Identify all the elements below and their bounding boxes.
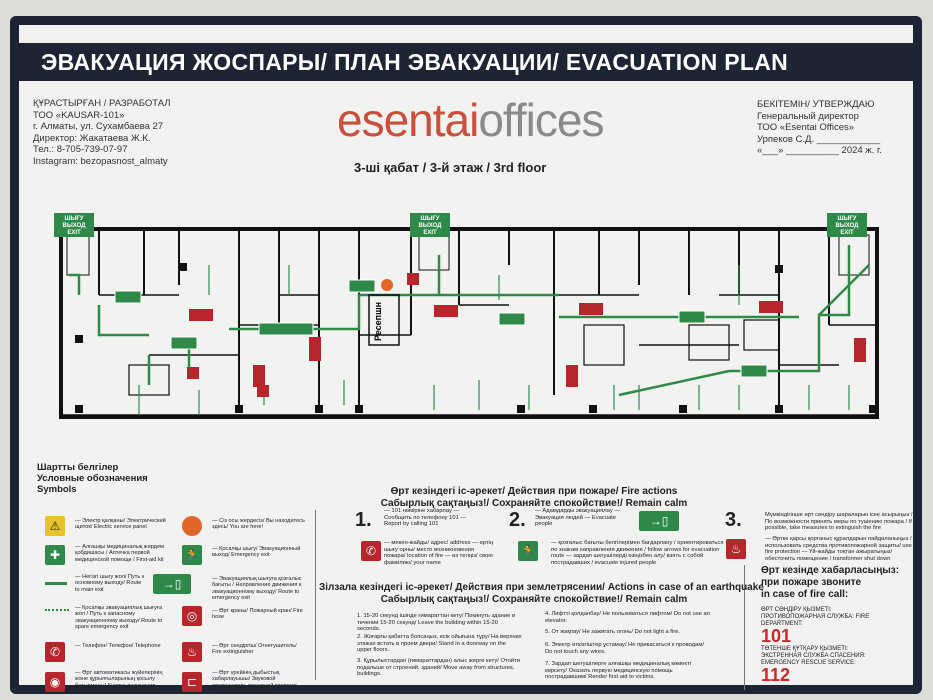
reception-desk xyxy=(368,294,400,346)
earthquake-item: 6. Электр өткізгіштер ұстамау/ Не прикас… xyxy=(545,642,704,655)
step-number: 1. xyxy=(355,509,372,531)
legend-heading: Symbols xyxy=(37,484,77,495)
divider xyxy=(744,565,745,690)
first-aid-icon: ✚ xyxy=(45,545,65,565)
legend-item: — Өрт сөндіргіш/ Огнетушитель/ Fire exti… xyxy=(212,643,297,656)
developer-line: Директор: Жакатаева Ж.К. xyxy=(33,132,151,144)
fire-department-number: 101 xyxy=(761,626,792,646)
evacuation-plan-sign: ЭВАКУАЦИЯ ЖОСПАРЫ/ ПЛАН ЭВАКУАЦИИ/ EVACU… xyxy=(10,16,922,695)
fire-alarm-icon: ◉ xyxy=(45,672,65,692)
earthquake-item: 3. Құрылыстардан (ғимараттардан) алыс же… xyxy=(357,658,520,678)
step-text: — Өртке қарсы қорғаныс құралдарын пайдал… xyxy=(765,536,912,562)
legend: Шартты белгілер Условные обозначения Sym… xyxy=(37,462,317,695)
approval-line: «___» __________ 2024 ж. г. xyxy=(757,145,882,157)
exit-label: ШЫҒУ xyxy=(837,216,856,222)
earthquake-heading: Зілзала кезіндегі іс-әрекет/ Действия пр… xyxy=(319,582,764,605)
fire-extinguisher-icon: ♨ xyxy=(182,642,202,662)
fire-actions-heading: Өрт кезіндегі іс-әрекет/ Действия при по… xyxy=(380,486,688,509)
earthquake-item: 1. 15-20 секунд ішінде ғимараттан кету/ … xyxy=(357,613,516,633)
approval-line: ТОО «Esentai Offices» xyxy=(757,122,855,134)
step-text: — 101 нөміріне хабарлау — Сообщить по те… xyxy=(384,508,467,528)
earthquake-item: 4. Лифтті қолданбау/ Не пользоваться лиф… xyxy=(545,611,710,624)
direction-signs xyxy=(114,279,768,378)
esentai-offices-logo: esentaioffices xyxy=(337,94,604,146)
legend-heading: Условные обозначения xyxy=(37,473,148,484)
fire-equipment-icons xyxy=(187,273,866,397)
you-are-here-icon xyxy=(182,516,202,536)
legend-item: — Эвакуациялық шығуға қозғалыс бағыты / … xyxy=(212,576,302,602)
columns xyxy=(75,263,877,413)
svg-text:ВЫХОД: ВЫХОД xyxy=(419,223,443,229)
legend-item: — Қосалқы эвакуациялық шығуға жол / Путь… xyxy=(75,605,163,631)
step-number: 2. xyxy=(509,509,526,531)
step-text: — Адамдарды эвакуациялау — Эвакуация люд… xyxy=(535,508,621,528)
loudspeaker-icon: ⊏ xyxy=(182,672,202,692)
developer-line: Instagram: bezopasnost_almaty xyxy=(33,155,168,167)
svg-text:EXIT: EXIT xyxy=(840,230,854,236)
earthquake-item: 2. Жоғарғы қабатта болсаңыз, есік ойығын… xyxy=(357,634,522,654)
developer-line: ҚҰРАСТЫРҒАН / РАЗРАБОТАЛ xyxy=(33,98,171,109)
spare-route-icon xyxy=(45,609,69,611)
legend-heading: Шартты белгілер xyxy=(37,462,119,473)
reception-label: Ресепшн xyxy=(373,302,383,341)
developer-line: Тел.: 8-705-739-07-97 xyxy=(33,144,128,156)
floor-label: 3-ші қабат / 3-й этаж / 3rd floor xyxy=(354,160,547,175)
electric-panel-icon: ⚠ xyxy=(45,516,65,536)
step-text: — қозғалыс бағыты белгілерімен бағдарлан… xyxy=(551,540,724,566)
spare-route-arrows xyxy=(138,265,850,415)
approval-line: Генеральный директор xyxy=(757,110,859,122)
earthquake-item: 7. Зардап шегушілерге алғашқы медициналы… xyxy=(545,661,691,681)
exit-direction-icon: →▯ xyxy=(153,574,191,594)
legend-item: — Өрт автоматикасы жүйелерінің және құры… xyxy=(75,670,163,696)
approval-info: БЕКІТЕМІН/ УТВЕРЖДАЮ Генеральный директо… xyxy=(757,99,882,157)
divider xyxy=(315,510,316,680)
svg-text:ВЫХОД: ВЫХОД xyxy=(63,223,87,229)
legend-item: — Сіз осы жердесіз/ Вы находитесь здесь/… xyxy=(212,518,305,531)
step-number: 3. xyxy=(725,509,742,531)
legend-item: — Өрт үрейінің дыбыстық хабарлауышы/ Зву… xyxy=(212,670,297,696)
rescue-service-number: 112 xyxy=(761,665,791,685)
legend-item: — Өрт краны/ Пожарный кран/ Fire hose xyxy=(212,608,303,621)
emergency-exit-icon: 🏃 xyxy=(182,545,202,565)
fire-extinguisher-icon: ♨ xyxy=(726,539,746,559)
emergency-exit-icon: 🏃 xyxy=(518,541,538,561)
exit-label: ШЫҒУ xyxy=(420,216,439,222)
legend-item: — Қосалқы шығу/ Эвакуационный выход/ Eme… xyxy=(212,546,301,559)
you-are-here-marker xyxy=(381,279,393,291)
developer-line: ТОО «KAUSAR-101» xyxy=(33,109,125,121)
emergency-contacts: Өрт кезінде хабарласыңыз: при пожаре зво… xyxy=(761,565,900,685)
fire-hose-icon: ◎ xyxy=(182,606,202,626)
approval-line: Урпеков С.Д. ____________ xyxy=(757,133,881,145)
step-text: — мекен-жайды/ адрес/ address — өртің шы… xyxy=(384,540,493,566)
telephone-icon: ✆ xyxy=(45,642,65,662)
telephone-icon: ✆ xyxy=(361,541,381,561)
developer-info: ҚҰРАСТЫРҒАН / РАЗРАБОТАЛ ТОО «KAUSAR-101… xyxy=(33,98,171,168)
floor-plan-walls xyxy=(59,227,879,419)
main-route-icon xyxy=(45,582,67,585)
svg-text:EXIT: EXIT xyxy=(67,230,81,236)
earthquake-item: 5. От жақпау/ Не зажигать огонь/ Do not … xyxy=(545,629,680,635)
developer-line: г. Алматы, ул. Сухамбаева 27 xyxy=(33,121,164,133)
legend-item: — Телефон/ Телефон/ Telephone xyxy=(75,643,161,649)
approval-line: БЕКІТЕМІН/ УТВЕРЖДАЮ xyxy=(757,99,875,110)
legend-item: — Негізгі шығу жол/ Путь к основному вых… xyxy=(75,574,145,593)
legend-item: — Алғашқы медициналық жәрдем қобдишасы /… xyxy=(75,544,164,563)
page-title: ЭВАКУАЦИЯ ЖОСПАРЫ/ ПЛАН ЭВАКУАЦИИ/ EVACU… xyxy=(19,43,913,81)
exit-label: ШЫҒУ xyxy=(64,216,83,222)
svg-text:ВЫХОД: ВЫХОД xyxy=(836,223,860,229)
svg-text:EXIT: EXIT xyxy=(423,230,437,236)
step-text: Мүмкіндігінше өрт сөндіру шараларын іске… xyxy=(765,512,913,532)
legend-item: — Электр қалқаны/ Электрический щиток/ E… xyxy=(75,518,166,531)
exit-direction-icon: →▯ xyxy=(639,511,679,531)
